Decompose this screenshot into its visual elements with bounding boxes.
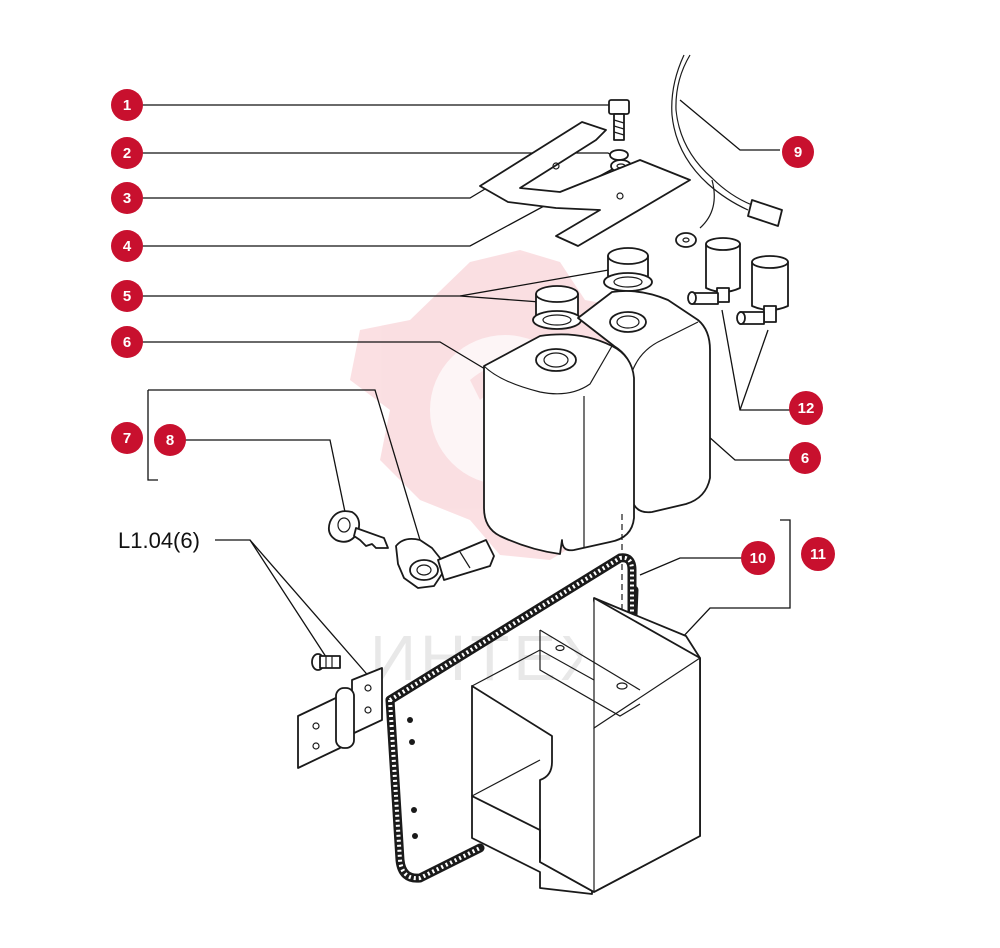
- callout-3: 3: [111, 182, 143, 214]
- callout-12: 12: [789, 391, 823, 425]
- door-hinge: [297, 667, 383, 769]
- reservoir-cap-rear: [603, 247, 653, 292]
- callout-5: 5: [111, 280, 143, 312]
- callout-2: 2: [111, 137, 143, 169]
- washer-pump-right: [736, 255, 789, 325]
- callout-2-label: 2: [123, 145, 131, 162]
- callout-8: 8: [154, 424, 186, 456]
- mounting-bracket: [479, 121, 691, 247]
- callout-10: 10: [741, 541, 775, 575]
- callout-9: 9: [782, 136, 814, 168]
- reservoir-holder-box: [471, 597, 701, 895]
- callout-6-right: 6: [789, 442, 821, 474]
- wiring-cable: [671, 54, 783, 248]
- callout-12-label: 12: [798, 400, 815, 417]
- reference-label: L1.04(6): [118, 528, 200, 553]
- callout-6-right-label: 6: [801, 450, 809, 467]
- watermark-text: ИНТЕХ: [370, 622, 607, 694]
- callout-3-label: 3: [123, 190, 131, 207]
- cam-lock: [395, 537, 495, 589]
- callout-1: 1: [111, 89, 143, 121]
- callout-11-label: 11: [810, 546, 826, 563]
- callout-6-left-label: 6: [123, 334, 131, 351]
- reservoir-tank-front: [483, 333, 635, 555]
- callout-1-label: 1: [123, 97, 131, 114]
- callout-9-label: 9: [794, 144, 802, 161]
- callout-8-label: 8: [166, 432, 174, 449]
- callout-7-label: 7: [123, 430, 131, 447]
- callout-7: 7: [111, 422, 143, 454]
- callout-6-left: 6: [111, 326, 143, 358]
- callout-4-label: 4: [123, 238, 132, 255]
- callout-11: 11: [801, 537, 835, 571]
- hinge-screw: [311, 653, 341, 671]
- callout-5-label: 5: [123, 288, 131, 305]
- callout-10-label: 10: [750, 550, 767, 567]
- bolt-part: [608, 99, 630, 141]
- lock-key: [327, 510, 389, 549]
- callout-4: 4: [111, 230, 143, 262]
- washer-pump-left: [687, 237, 741, 305]
- reservoir-cap-front: [532, 285, 582, 330]
